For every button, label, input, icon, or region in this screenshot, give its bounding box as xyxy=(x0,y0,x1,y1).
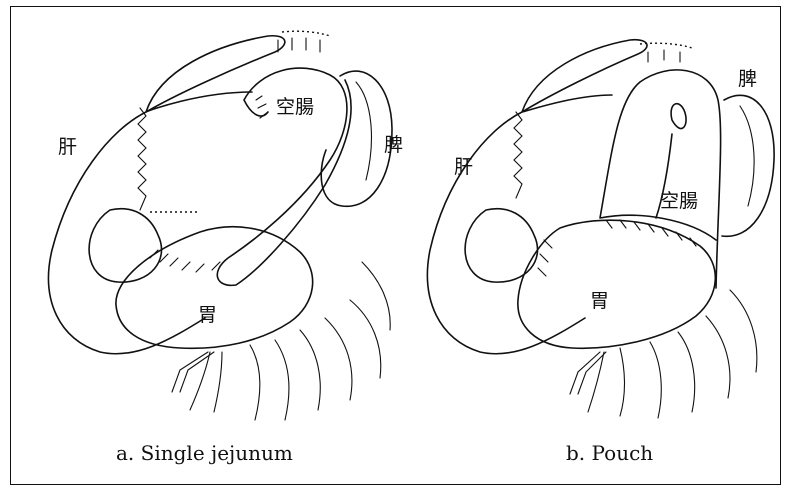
panel-b-drawing xyxy=(427,40,774,418)
spleen-ridge-a xyxy=(356,82,371,180)
spleen-b xyxy=(722,95,774,236)
label-spleen-b: 脾 xyxy=(738,64,757,91)
stomach-a xyxy=(116,227,313,349)
vessels-b xyxy=(588,290,757,418)
ligament-a xyxy=(138,108,146,210)
label-liver-a: 肝 xyxy=(58,132,77,159)
label-liver-b: 肝 xyxy=(454,152,473,179)
esophagus-tube-b xyxy=(648,50,680,62)
spleen-a xyxy=(321,71,392,206)
label-spleen-a: 脾 xyxy=(384,130,403,157)
label-jejunum-b: 空腸 xyxy=(660,186,698,213)
stomach-b xyxy=(518,220,715,348)
label-jejunum-a: 空腸 xyxy=(276,92,314,119)
vessels-a xyxy=(190,262,390,420)
vessel-double-b xyxy=(570,352,606,394)
panel-a-drawing xyxy=(49,31,392,420)
liver-lobe-a xyxy=(89,209,161,282)
label-stomach-b: 胃 xyxy=(590,286,609,313)
vessel-double-a xyxy=(172,352,214,392)
esophagus-a xyxy=(282,31,330,36)
liver-outline-b xyxy=(427,40,647,354)
liver-lobe-b xyxy=(465,209,537,282)
ligament-b xyxy=(514,112,522,198)
caption-a: a. Single jejunum xyxy=(116,441,293,465)
caption-b: b. Pouch xyxy=(566,441,653,465)
jejunum-pouch-b xyxy=(600,70,721,288)
stomach-stitch-b xyxy=(538,220,696,276)
spleen-ridge-b xyxy=(740,106,754,206)
label-stomach-a: 胃 xyxy=(198,300,217,327)
liver-outline-a xyxy=(49,36,285,354)
